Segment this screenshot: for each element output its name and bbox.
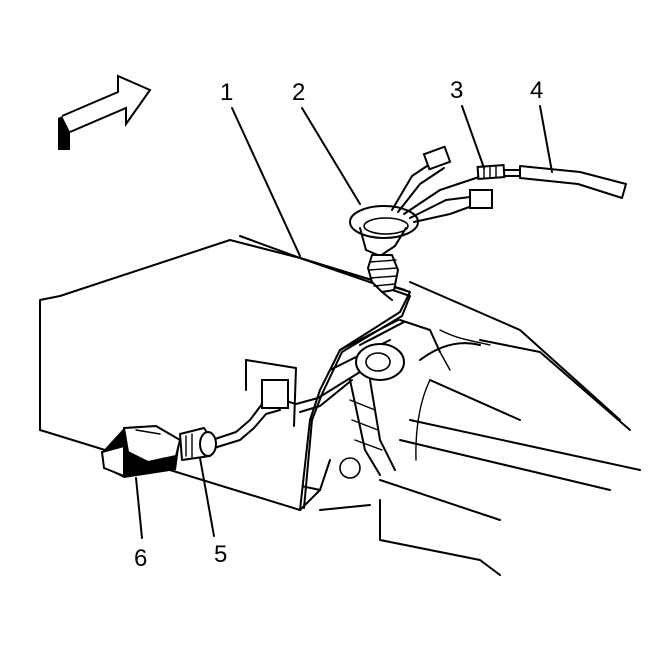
wire-harness — [519, 165, 627, 199]
callout-1: 1 — [220, 79, 233, 106]
lamp-assembly — [101, 425, 181, 478]
callout-6: 6 — [134, 545, 147, 572]
right-bracket — [319, 319, 641, 576]
leader-lines — [135, 105, 553, 539]
harness-grommet — [339, 321, 405, 479]
callout-3: 3 — [450, 77, 463, 104]
callout-2: 2 — [292, 79, 305, 106]
direction-arrow-icon — [58, 74, 152, 150]
callout-5: 5 — [214, 541, 227, 568]
lamp-pigtail — [211, 359, 361, 449]
upper-grommet — [349, 205, 419, 301]
upper-wires — [391, 145, 501, 223]
lamp-socket — [179, 427, 217, 461]
callout-4: 4 — [530, 77, 543, 104]
